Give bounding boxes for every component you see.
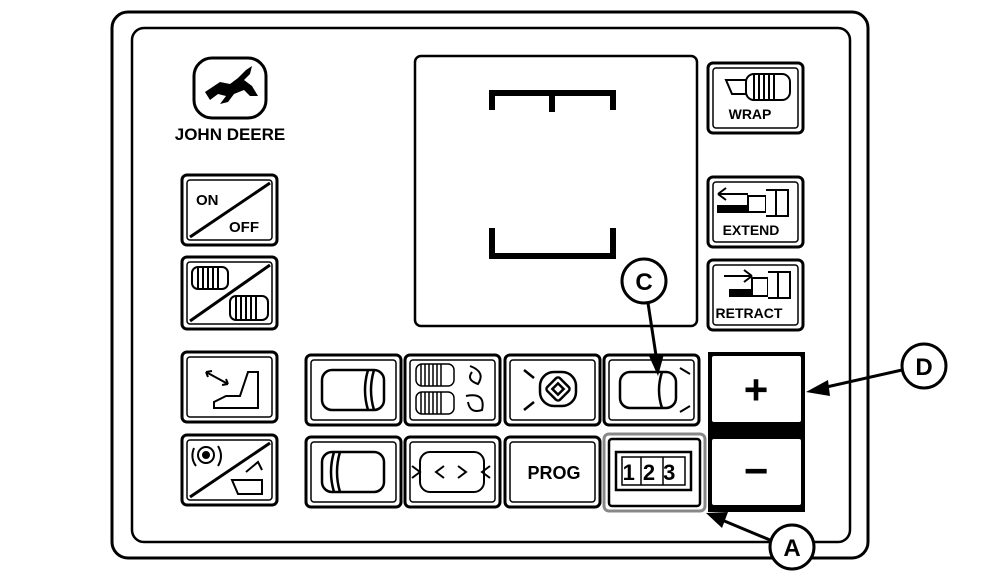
net-wrap-turns-button[interactable] bbox=[403, 353, 502, 427]
off-label: OFF bbox=[229, 219, 259, 236]
display-top-bracket bbox=[489, 90, 616, 112]
arm-retract-icon bbox=[724, 269, 791, 299]
retract-label: RETRACT bbox=[716, 305, 783, 321]
svg-text:C: C bbox=[635, 269, 652, 296]
wrap-button[interactable]: WRAP bbox=[706, 61, 805, 135]
brand-name: JOHN DEERE bbox=[175, 125, 286, 144]
extend-label: EXTEND bbox=[723, 222, 780, 238]
callout-c: C bbox=[620, 257, 668, 376]
minus-button[interactable]: − bbox=[710, 437, 803, 507]
ramp-button[interactable] bbox=[180, 350, 279, 424]
extend-button[interactable]: EXTEND bbox=[706, 175, 805, 249]
bale-size-button[interactable] bbox=[304, 353, 403, 427]
bale-center-button[interactable] bbox=[403, 435, 502, 509]
cylinder-icon bbox=[320, 368, 386, 412]
bale-disable-button[interactable] bbox=[180, 255, 279, 331]
bale-icon bbox=[191, 266, 269, 321]
bale-counter-button[interactable]: 123 bbox=[602, 432, 707, 513]
on-off-button[interactable]: ON OFF bbox=[180, 173, 279, 247]
prog-label: PROG bbox=[527, 463, 580, 483]
wrap-turns-icon bbox=[415, 363, 484, 415]
display-bottom-bracket bbox=[489, 228, 616, 259]
display-screen bbox=[413, 54, 699, 328]
ramp-icon bbox=[213, 371, 259, 409]
retract-button[interactable]: RETRACT bbox=[706, 258, 805, 332]
bale-density-button[interactable] bbox=[304, 435, 403, 509]
wrap-arm-disable-button[interactable] bbox=[180, 433, 279, 507]
on-label: ON bbox=[196, 192, 219, 209]
svg-text:D: D bbox=[915, 354, 932, 381]
dense-cylinder-icon bbox=[320, 450, 386, 494]
rotating-arm-icon bbox=[191, 445, 222, 467]
rotor-icon bbox=[523, 369, 578, 411]
svg-text:A: A bbox=[783, 535, 800, 562]
lift-arm-icon bbox=[230, 460, 263, 495]
callout-a: A bbox=[706, 512, 816, 571]
prog-button[interactable]: PROG bbox=[503, 435, 602, 509]
arm-extend-icon bbox=[717, 187, 789, 217]
wrap-label: WRAP bbox=[729, 106, 772, 122]
plus-button[interactable]: + bbox=[710, 354, 803, 424]
counter-digits: 123 bbox=[623, 460, 684, 485]
compress-cylinder-icon bbox=[411, 451, 491, 493]
net-wrap-roll-icon bbox=[724, 73, 791, 101]
minus-label: − bbox=[744, 447, 769, 494]
bale-shape-button[interactable] bbox=[602, 353, 701, 427]
callout-d: D bbox=[806, 342, 948, 396]
deere-logo-icon bbox=[192, 56, 268, 120]
knife-button[interactable] bbox=[503, 353, 602, 427]
double-arrow-icon bbox=[205, 370, 229, 386]
bale-width-icon bbox=[618, 367, 691, 413]
plus-label: + bbox=[744, 366, 769, 413]
